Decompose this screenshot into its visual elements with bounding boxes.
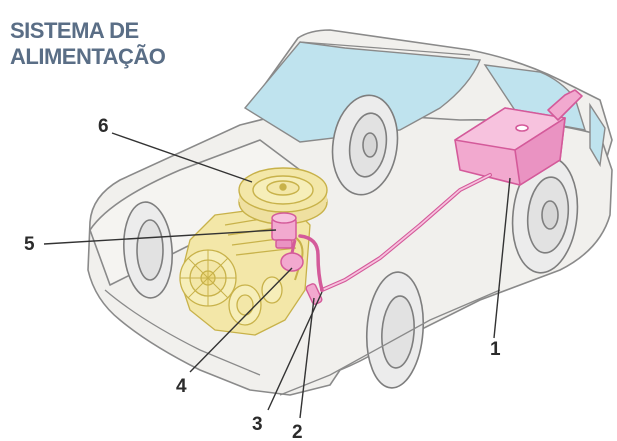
rear-right-wheel — [511, 156, 579, 274]
leader-6 — [111, 132, 253, 183]
leader-1 — [493, 177, 511, 339]
front-right-wheel — [365, 271, 425, 389]
pump-to-carb-pipe — [298, 234, 324, 292]
label-1: 1 — [490, 339, 501, 360]
diagram-title: SISTEMA DE ALIMENTAÇÃO — [10, 18, 166, 70]
label-2: 2 — [292, 422, 303, 441]
wheels — [123, 94, 579, 389]
fuel-tank — [454, 89, 583, 186]
leader-4 — [189, 267, 293, 373]
label-3: 3 — [252, 414, 263, 435]
roof-line — [299, 41, 471, 56]
leader-lines — [43, 132, 511, 419]
number-labels: 1 2 3 4 5 6 — [24, 116, 501, 441]
fuel-filter — [305, 283, 323, 305]
label-6: 6 — [98, 116, 109, 137]
body-lines — [104, 289, 501, 396]
title-line-2: ALIMENTAÇÃO — [10, 44, 166, 69]
windshield — [243, 41, 481, 143]
label-4: 4 — [176, 376, 187, 397]
fuel-pump — [280, 234, 324, 292]
quarter-window — [589, 102, 606, 168]
carburetor — [271, 212, 297, 249]
leader-5 — [43, 229, 277, 245]
label-5: 5 — [24, 234, 35, 255]
leader-2 — [299, 297, 315, 419]
rear-left-wheel — [331, 94, 399, 196]
title-line-1: SISTEMA DE — [10, 18, 139, 43]
leader-3 — [267, 291, 323, 411]
front-left-wheel — [123, 201, 173, 299]
